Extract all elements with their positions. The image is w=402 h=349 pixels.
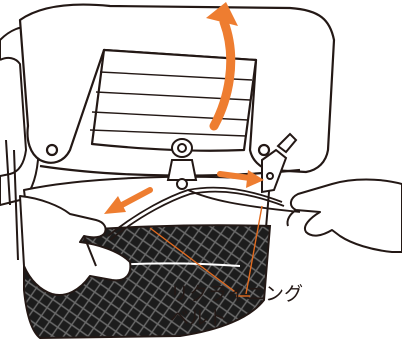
right-hand: [287, 180, 402, 253]
callout-line-2: ベルト: [170, 306, 360, 330]
reclining-belt-callout: リクライニング ベルト: [170, 282, 360, 330]
callout-line-1: リクライニング: [170, 282, 360, 306]
